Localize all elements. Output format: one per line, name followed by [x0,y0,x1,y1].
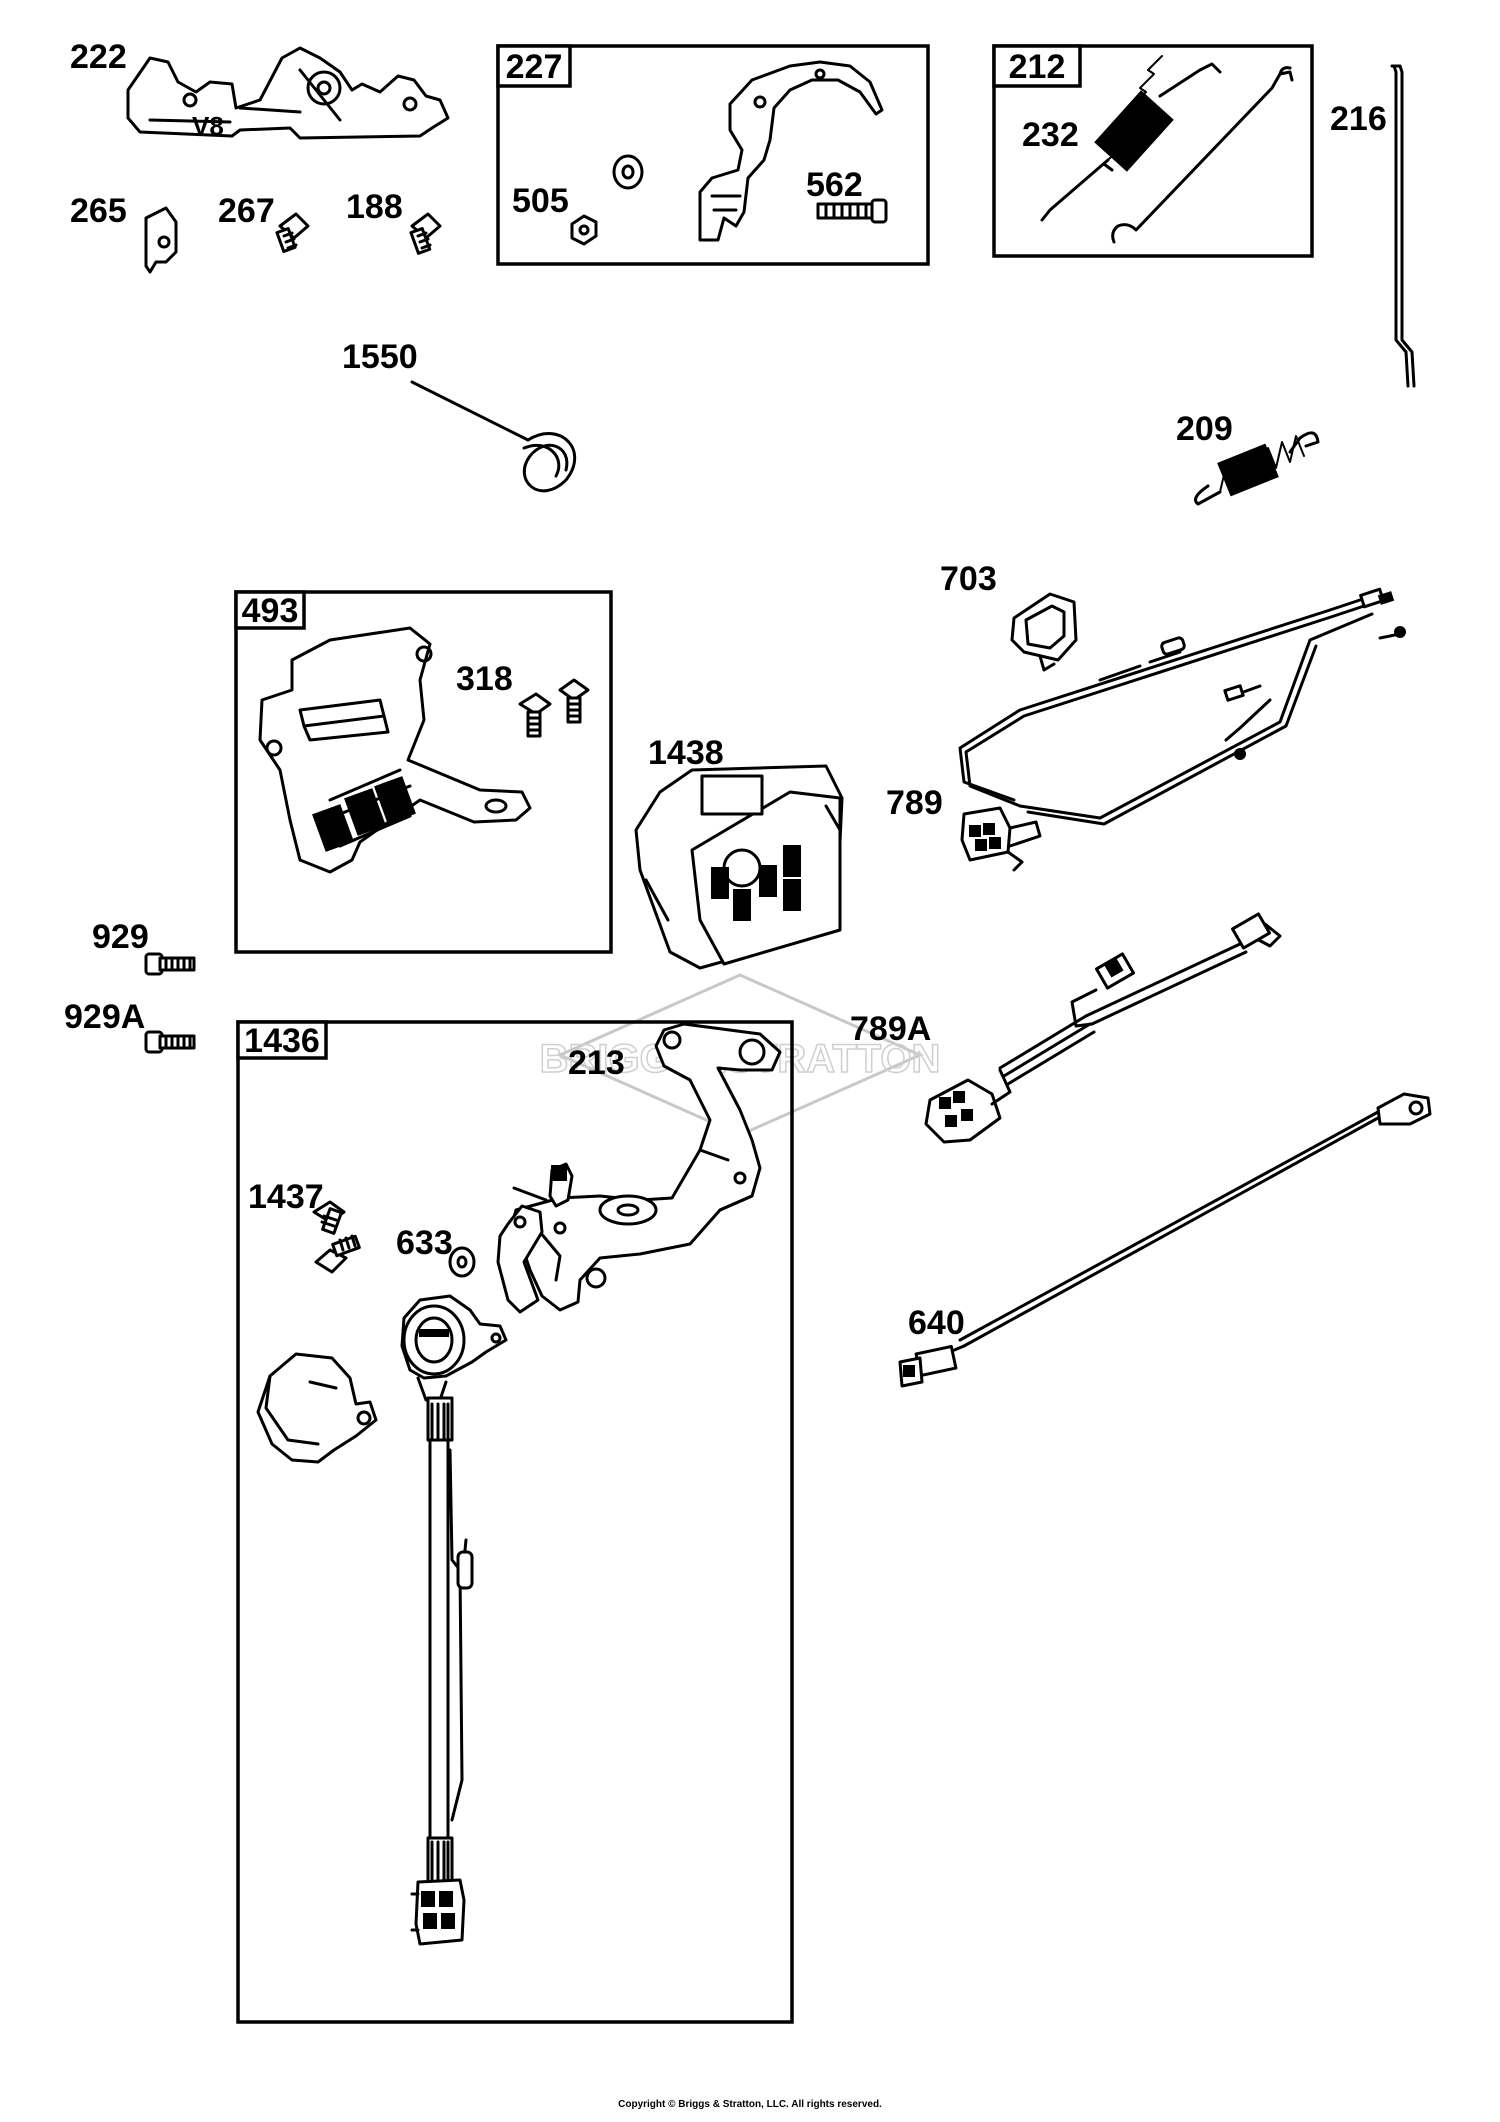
kit-box-493: 493 [234,590,613,954]
part-222-governor-bracket: V8 [126,46,450,141]
label-640: 640 [908,1304,965,1342]
part-labels: 222 265 267 188 505 562 232 216 1550 209… [64,38,1387,1342]
label-216: 216 [1330,100,1387,138]
label-1438: 1438 [648,734,724,772]
part-703-grommet [1010,592,1078,672]
label-318: 318 [456,660,513,698]
part-640-ground-lead [898,1092,1432,1388]
part-929-bolt [144,952,196,976]
throttle-sensor [400,1294,508,1402]
part-216-rod [1390,64,1416,388]
part-213-bracket [510,1022,782,1312]
box-label-212: 212 [1009,48,1066,86]
label-703: 703 [940,560,997,598]
v8-mark: V8 [192,111,224,141]
label-267: 267 [218,192,275,230]
part-1438-regulator [634,764,844,970]
sensor-wire-harness [410,1396,474,1946]
part-633-washer [448,1246,476,1278]
spring-coils [1094,55,1174,172]
box-label-227: 227 [506,48,563,86]
label-562: 562 [806,166,863,204]
sensor-cover [256,1352,378,1464]
label-213: 213 [568,1044,625,1082]
box-label-493: 493 [242,592,299,630]
part-209-spring [1194,431,1320,506]
label-265: 265 [70,192,127,230]
module-terminals [711,845,801,921]
label-232: 232 [1022,116,1079,154]
label-1437: 1437 [248,1178,324,1216]
part-789A-harness [924,912,1282,1144]
throttle-lever [496,1162,574,1314]
part-1550-spring-pin [410,380,577,493]
label-505: 505 [512,182,569,220]
label-789: 789 [886,784,943,822]
kit-box-227: 227 [496,44,930,266]
part-929A-bolt [144,1030,196,1054]
label-209: 209 [1176,410,1233,448]
rectifier-pins [312,768,416,852]
box-label-1436: 1436 [244,1022,320,1060]
label-789A: 789A [850,1010,931,1048]
part-318-screws [518,678,590,738]
part-789-harness [958,587,1406,872]
label-929A: 929A [64,998,145,1036]
label-1550: 1550 [342,338,418,376]
part-188-screw [409,212,442,255]
part-267-screw [275,212,310,253]
kit-box-1436: 1436 [236,1020,794,2024]
label-188: 188 [346,188,403,226]
part-1437-screws [312,1200,361,1274]
part-265-clip [144,206,178,274]
label-929: 929 [92,918,149,956]
label-222: 222 [70,38,127,76]
label-633: 633 [396,1224,453,1262]
kit-box-212: 212 [992,44,1314,258]
copyright-notice: Copyright © Briggs & Stratton, LLC. All … [618,2099,882,2110]
